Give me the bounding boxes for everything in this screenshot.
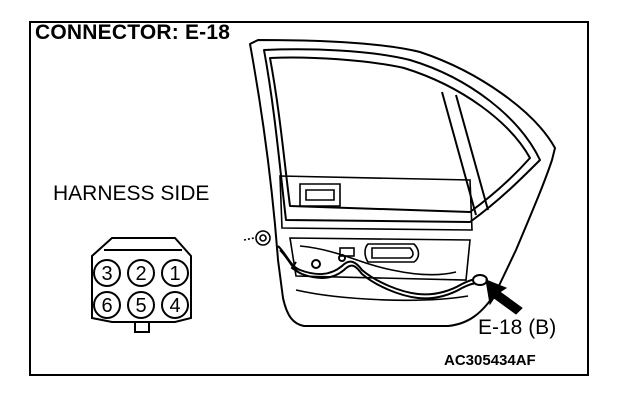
harness-side-label: HARNESS SIDE xyxy=(53,182,210,205)
door-trim xyxy=(279,175,473,302)
mounting-bolt xyxy=(243,230,271,246)
pin-4 xyxy=(161,291,189,319)
pin-1 xyxy=(161,259,189,287)
door-outline xyxy=(249,39,556,327)
connector-callout-label: E-18 (B) xyxy=(478,316,557,339)
pin-6 xyxy=(93,291,121,319)
pin-label-5: 5 xyxy=(135,295,146,317)
callout-arrow xyxy=(485,279,523,315)
pin-label-4: 4 xyxy=(169,295,180,317)
connector-pins xyxy=(93,259,189,319)
pin-label-6: 6 xyxy=(101,295,112,317)
pin-label-1: 1 xyxy=(169,263,180,285)
connector-face xyxy=(91,237,192,333)
figure-code: AC305434AF xyxy=(444,352,536,369)
pin-label-2: 2 xyxy=(135,263,146,285)
pin-3 xyxy=(93,259,121,287)
pin-5 xyxy=(127,291,155,319)
pin-label-3: 3 xyxy=(101,263,112,285)
wiring-harness xyxy=(277,245,483,300)
diagram-title: CONNECTOR: E-18 xyxy=(35,21,231,44)
pin-2 xyxy=(127,259,155,287)
door-connector-e18 xyxy=(472,274,488,286)
diagram-frame xyxy=(29,21,589,376)
